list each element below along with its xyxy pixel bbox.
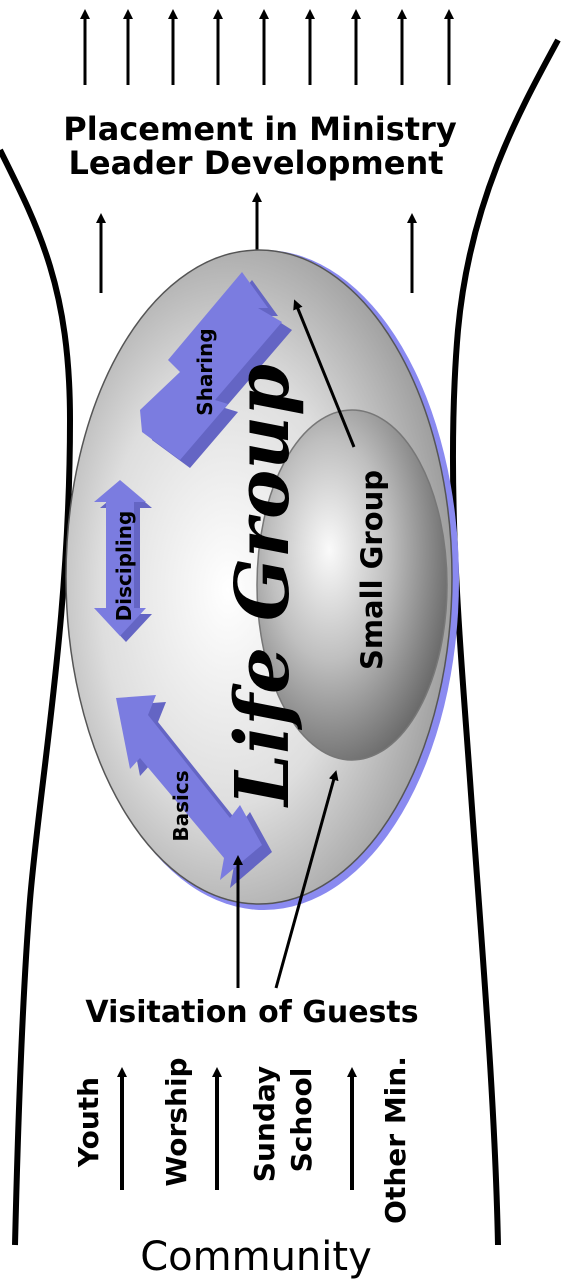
life-group-label: Life Group (220, 364, 306, 808)
small-group-label: Small Group (355, 470, 389, 670)
stage-label-basics: Basics (169, 770, 193, 841)
funnel-left-edge (0, 150, 70, 1245)
stage-label-discipling: Discipling (112, 511, 136, 622)
source-label-youth: Youth (72, 1077, 105, 1168)
funnel-right-edge (453, 40, 558, 1245)
source-label-school: School (285, 1068, 318, 1173)
source-label-worship: Worship (160, 1057, 193, 1186)
community-label: Community (140, 1234, 372, 1280)
top-outgoing-arrows (85, 14, 449, 85)
stage-label-sharing: Sharing (193, 328, 217, 415)
visitation-label: Visitation of Guests (85, 995, 418, 1030)
source-label-sunday: Sunday (248, 1066, 281, 1182)
top-title-line1: Placement in Ministry (63, 110, 457, 148)
top-title-line2: Leader Development (68, 144, 443, 182)
source-label-other: Other Min. (379, 1056, 412, 1224)
